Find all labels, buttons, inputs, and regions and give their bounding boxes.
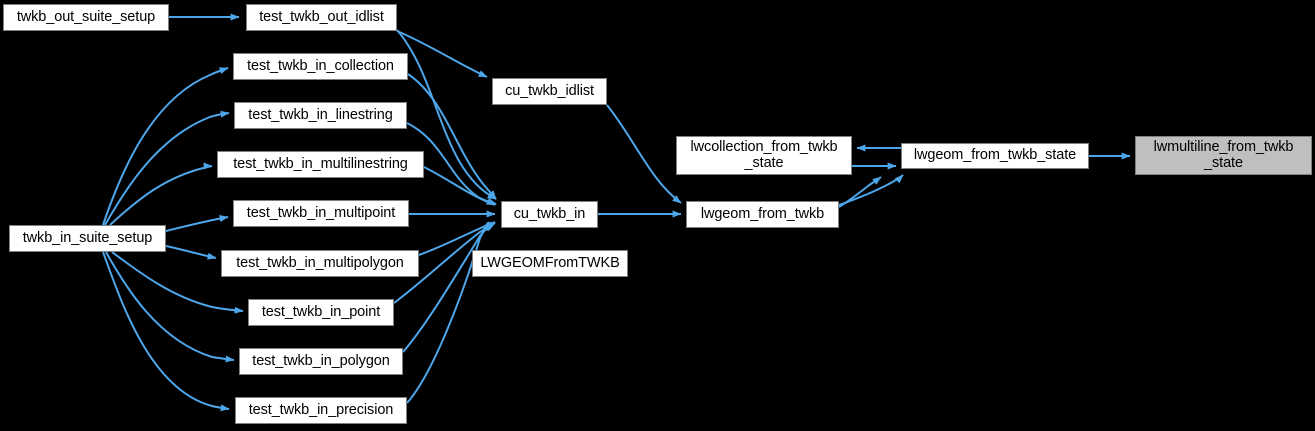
- edge-twkb_in_suite_setup-to-test_twkb_in_polygon: [105, 251, 235, 363]
- edge-test_twkb_in_collection-to-cu_twkb_in: [407, 73, 497, 200]
- edge-twkb_in_suite_setup-to-test_twkb_in_multilinestring: [109, 164, 213, 226]
- edge-twkb_in_suite_setup-to-test_twkb_in_multipoint: [165, 215, 229, 232]
- edge-twkb_in_suite_setup-to-test_twkb_in_multipolygon: [165, 245, 217, 260]
- graph-node-test_twkb_in_polygon[interactable]: test_twkb_in_polygon: [239, 348, 403, 375]
- graph-node-test_twkb_in_multipolygon[interactable]: test_twkb_in_multipolygon: [221, 250, 419, 277]
- graph-node-test_twkb_in_precision[interactable]: test_twkb_in_precision: [235, 397, 407, 424]
- graph-node-LWGEOMFromTWKB[interactable]: LWGEOMFromTWKB: [472, 250, 628, 277]
- edge-twkb_in_suite_setup-to-test_twkb_in_linestring: [104, 110, 230, 226]
- graph-node-twkb_in_suite_setup[interactable]: twkb_in_suite_setup: [9, 225, 166, 252]
- edge-twkb_in_suite_setup-to-test_twkb_in_collection: [102, 67, 229, 226]
- graph-node-test_twkb_in_multipoint[interactable]: test_twkb_in_multipoint: [233, 200, 409, 227]
- graph-node-test_twkb_out_idlist[interactable]: test_twkb_out_idlist: [246, 4, 397, 31]
- graph-node-lwgeom_from_twkb[interactable]: lwgeom_from_twkb: [686, 201, 839, 228]
- edge-cu_twkb_idlist-to-lwgeom_from_twkb: [606, 104, 682, 204]
- graph-node-cu_twkb_idlist[interactable]: cu_twkb_idlist: [492, 78, 607, 105]
- edge-lwgeom_from_twkb-to-lwgeom_from_twkb_state: [838, 174, 904, 206]
- graph-node-lwmultiline_from_twkb_state[interactable]: lwmultiline_from_twkb _state: [1135, 136, 1312, 175]
- graph-node-test_twkb_in_linestring[interactable]: test_twkb_in_linestring: [234, 102, 407, 129]
- edge-test_twkb_in_precision-to-cu_twkb_in: [406, 221, 490, 404]
- graph-node-twkb_out_suite_setup[interactable]: twkb_out_suite_setup: [3, 4, 169, 31]
- edge-test_twkb_out_idlist-to-cu_twkb_idlist: [396, 30, 488, 78]
- edge-twkb_in_suite_setup-to-test_twkb_in_point: [111, 251, 244, 314]
- graph-node-cu_twkb_in[interactable]: cu_twkb_in: [501, 201, 598, 228]
- edge-test_twkb_in_multilinestring-to-cu_twkb_in: [423, 166, 496, 206]
- graph-node-test_twkb_in_point[interactable]: test_twkb_in_point: [248, 299, 394, 326]
- edge-test_twkb_out_idlist-to-cu_twkb_in: [396, 29, 497, 200]
- graph-node-test_twkb_in_multilinestring[interactable]: test_twkb_in_multilinestring: [217, 151, 424, 178]
- graph-node-lwgeom_from_twkb_state[interactable]: lwgeom_from_twkb_state: [901, 143, 1089, 169]
- graph-node-lwcollection_from_twkb_state[interactable]: lwcollection_from_twkb _state: [676, 136, 852, 175]
- edge-twkb_in_suite_setup-to-test_twkb_in_precision: [102, 251, 230, 412]
- graph-node-test_twkb_in_collection[interactable]: test_twkb_in_collection: [233, 53, 408, 80]
